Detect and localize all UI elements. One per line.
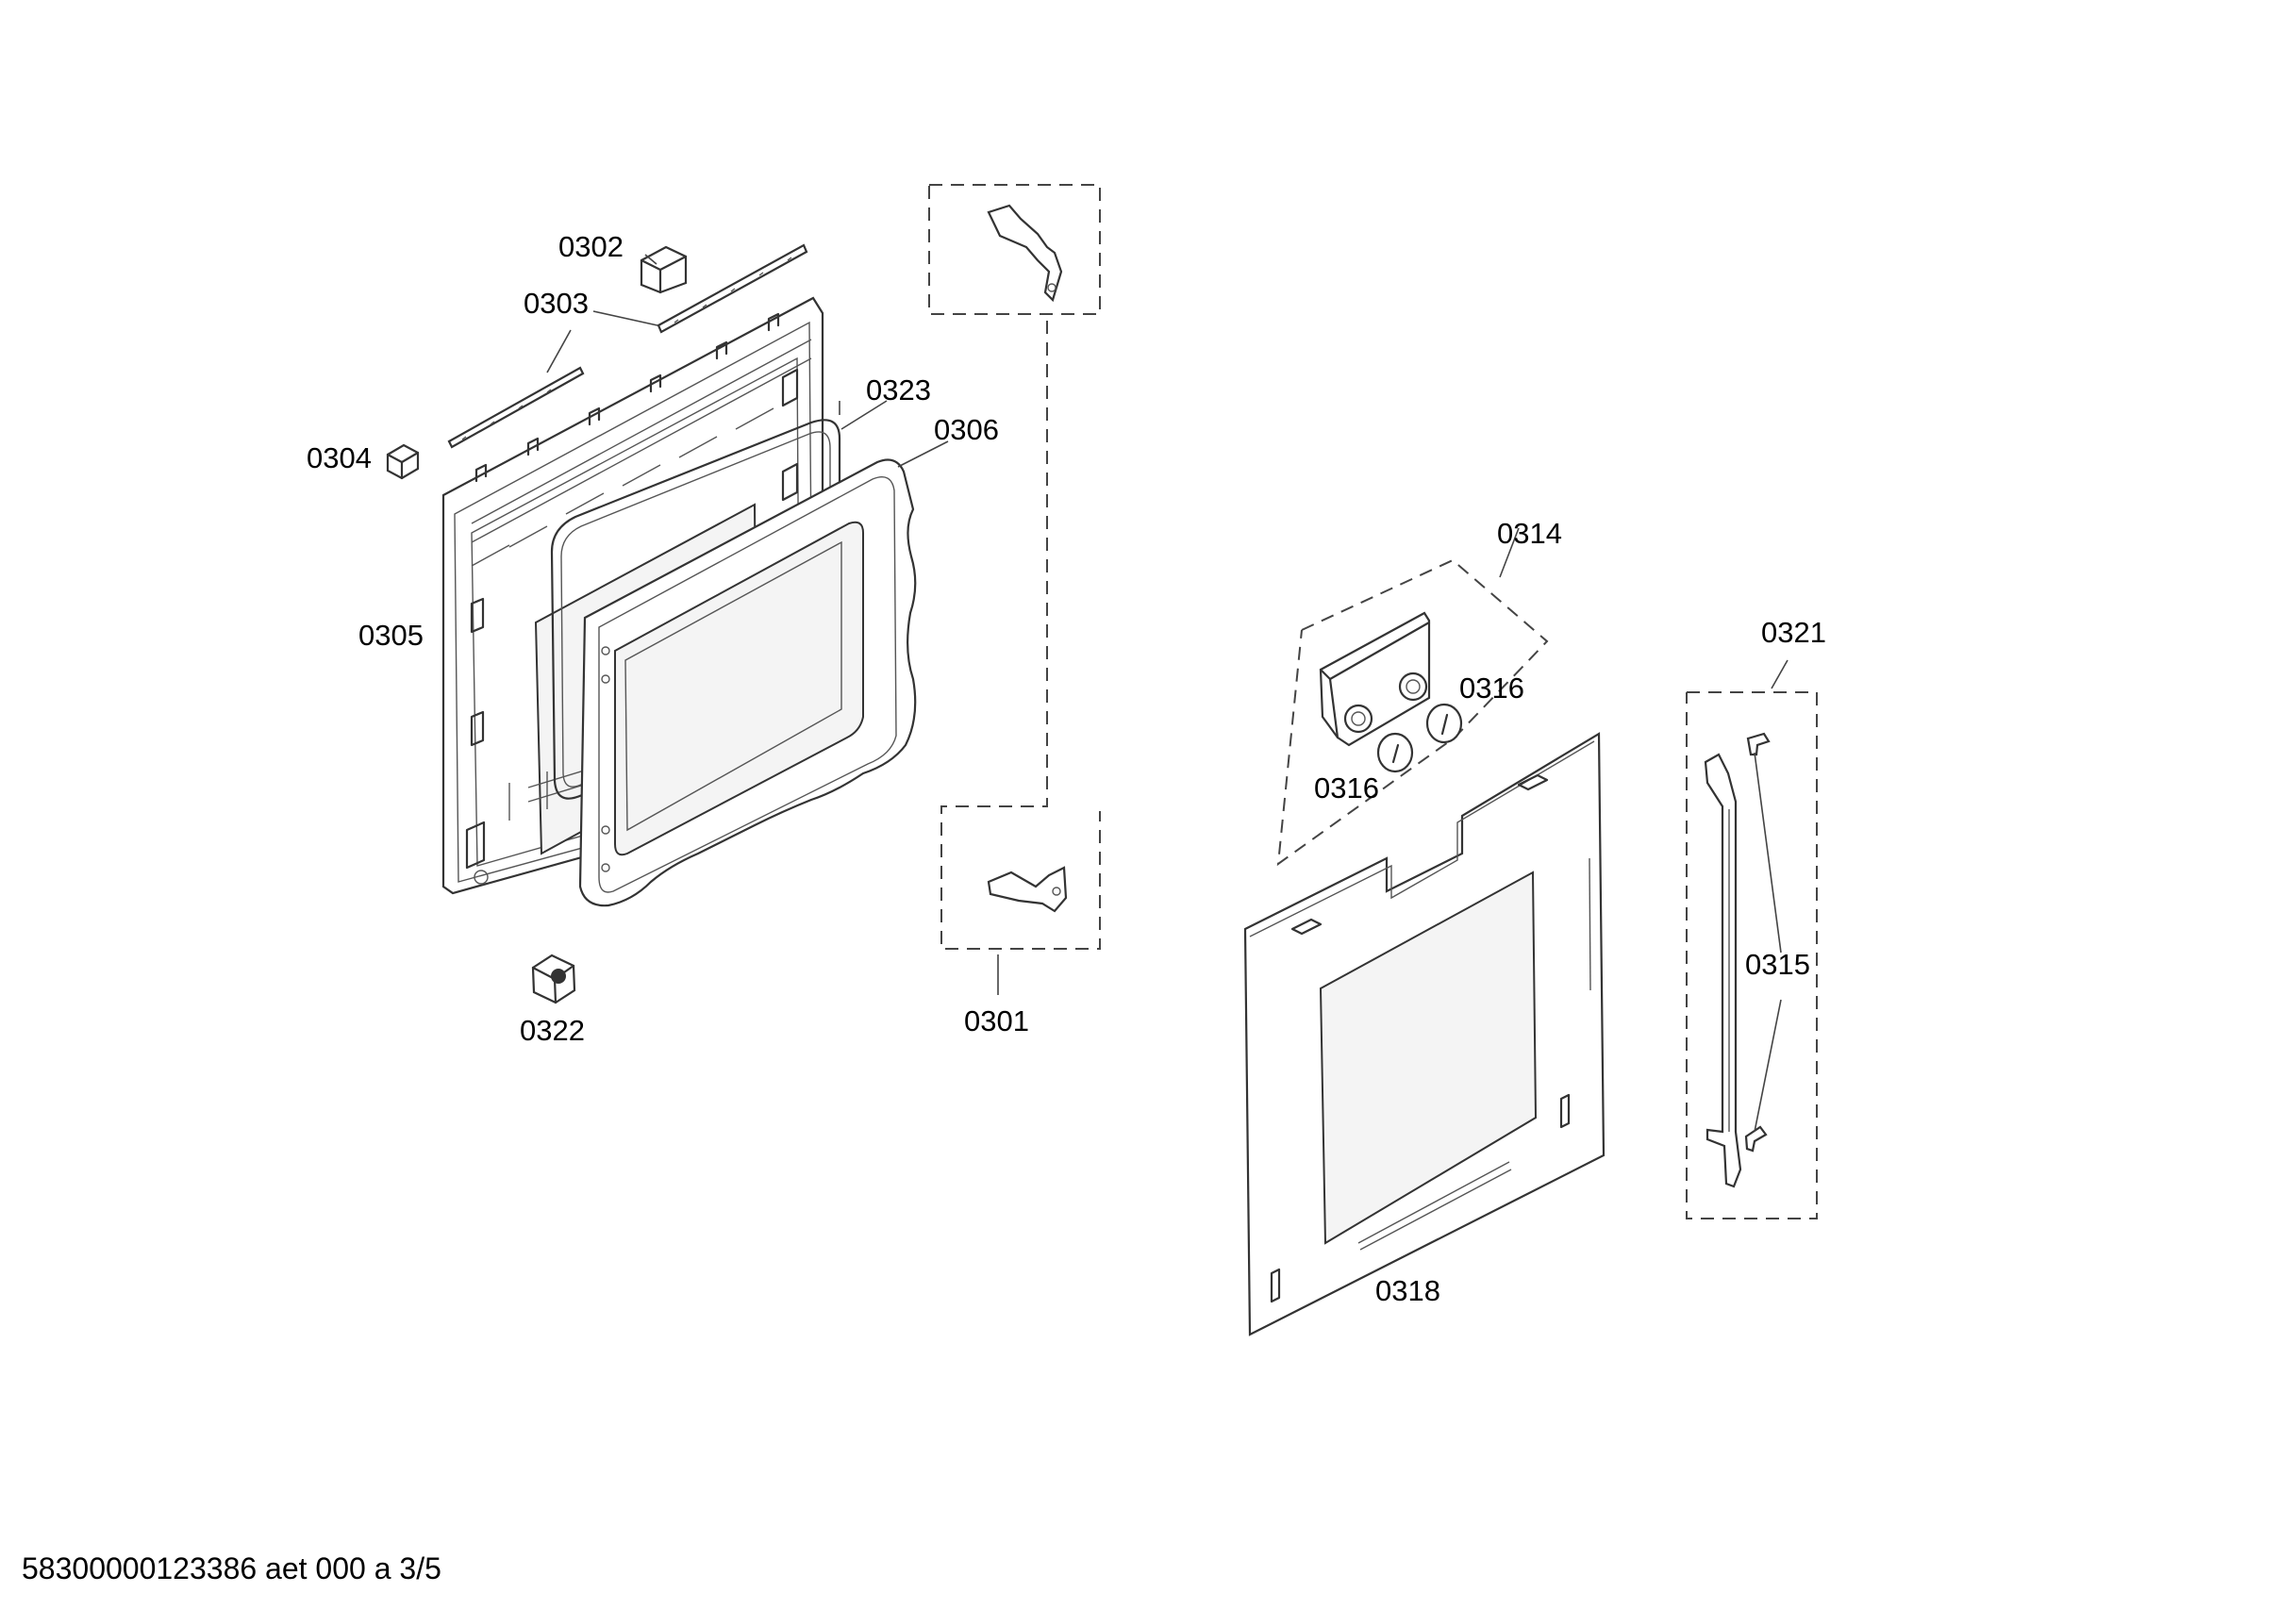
label-0316-left: 0316 — [1314, 771, 1379, 804]
small-clip — [386, 443, 420, 480]
door-handle-assembly — [1686, 659, 1818, 1219]
control-knobs — [1376, 703, 1463, 773]
label-0321: 0321 — [1761, 616, 1826, 649]
label-0301: 0301 — [964, 1004, 1029, 1037]
label-0305: 0305 — [358, 619, 424, 652]
leader-lines — [546, 254, 949, 468]
label-0315: 0315 — [1745, 948, 1810, 981]
control-panel-assembly — [1276, 527, 1549, 867]
label-0306: 0306 — [934, 413, 999, 446]
lock-block — [531, 954, 576, 1004]
label-0314: 0314 — [1497, 517, 1562, 550]
label-0316-right: 0316 — [1459, 672, 1524, 705]
hinge-trim-strips — [447, 243, 808, 449]
cap-part — [640, 245, 688, 294]
outer-gasket-frame — [578, 458, 917, 907]
label-0302: 0302 — [558, 230, 624, 263]
label-0303: 0303 — [524, 287, 589, 320]
label-0318: 0318 — [1375, 1274, 1440, 1307]
label-0323: 0323 — [866, 373, 931, 406]
hinge-assembly — [928, 184, 1101, 995]
document-code: 58300000123386 aet 000 a 3/5 — [22, 1551, 441, 1585]
outer-glass-door — [1243, 732, 1606, 1336]
label-0304: 0304 — [307, 441, 372, 474]
label-0322: 0322 — [520, 1014, 585, 1047]
